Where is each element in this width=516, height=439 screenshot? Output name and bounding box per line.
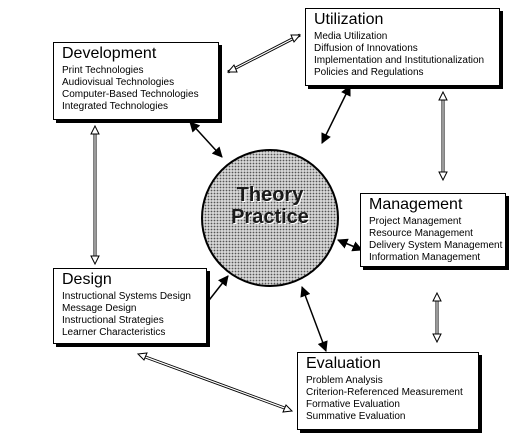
list-item: Media Utilization (314, 31, 388, 42)
arrow-center-development (189, 121, 223, 158)
arrow-utilization-management (438, 90, 448, 182)
list-item: Integrated Technologies (62, 101, 169, 112)
list-item: Print Technologies (62, 65, 144, 76)
management-title: Management (369, 196, 463, 213)
utilization-box: Utilization Media Utilization Diffusion … (305, 8, 500, 86)
arrow-development-design (90, 124, 100, 266)
list-item: Resource Management (369, 228, 473, 239)
development-title: Development (62, 45, 157, 62)
list-item: Implementation and Institutionalization (314, 55, 485, 66)
center-label-line1: Theory (236, 184, 304, 206)
list-item: Learner Characteristics (62, 327, 166, 338)
list-item: Message Design (62, 303, 137, 314)
list-item: Problem Analysis (306, 375, 383, 386)
list-item: Delivery System Management (369, 240, 503, 251)
arrow-center-utilization (321, 85, 351, 144)
utilization-list: Media Utilization Diffusion of Innovatio… (314, 31, 493, 79)
design-title: Design (62, 271, 112, 288)
arrow-management-evaluation (432, 291, 442, 344)
list-item: Information Management (369, 252, 481, 263)
development-list: Print Technologies Audiovisual Technolog… (62, 65, 212, 113)
center-label: Theory Practice (210, 184, 330, 228)
list-item: Formative Evaluation (306, 399, 400, 410)
arrow-development-utilization (226, 33, 302, 74)
utilization-title: Utilization (314, 11, 384, 28)
center-label-line2: Practice (231, 206, 309, 228)
list-item: Project Management (369, 216, 462, 227)
design-list: Instructional Systems Design Message Des… (62, 291, 200, 339)
arrow-center-management (337, 238, 363, 252)
list-item: Audiovisual Technologies (62, 77, 175, 88)
evaluation-box: Evaluation Problem Analysis Criterion-Re… (297, 352, 479, 430)
management-box: Management Project Management Resource M… (360, 193, 506, 267)
center-circle (201, 149, 339, 287)
arrow-design-evaluation (136, 352, 294, 413)
management-list: Project Management Resource Management D… (369, 216, 503, 264)
list-item: Instructional Strategies (62, 315, 164, 326)
list-item: Computer-Based Technologies (62, 89, 199, 100)
evaluation-list: Problem Analysis Criterion-Referenced Me… (306, 375, 472, 423)
list-item: Policies and Regulations (314, 67, 424, 78)
list-item: Criterion-Referenced Measurement (306, 387, 463, 398)
development-box: Development Print Technologies Audiovisu… (53, 42, 219, 120)
list-item: Diffusion of Innovations (314, 43, 418, 54)
evaluation-title: Evaluation (306, 355, 381, 372)
list-item: Instructional Systems Design (62, 291, 191, 302)
design-box: Design Instructional Systems Design Mess… (53, 268, 207, 344)
list-item: Summative Evaluation (306, 411, 406, 422)
arrow-center-evaluation (300, 286, 328, 352)
